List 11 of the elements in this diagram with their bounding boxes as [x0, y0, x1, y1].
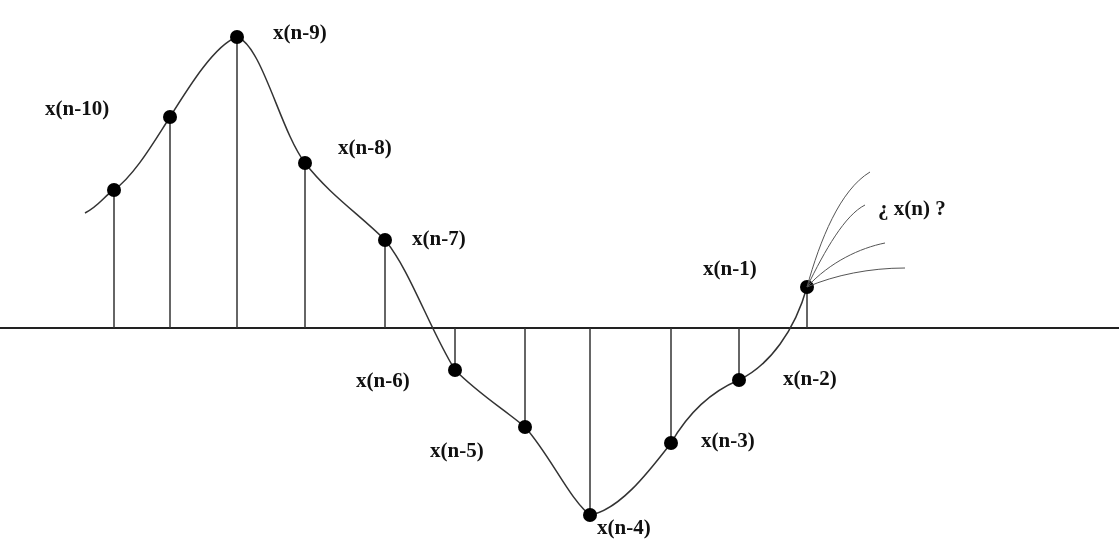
- sample-label: ¿ x(n) ?: [878, 198, 946, 219]
- sample-label: x(n-8): [338, 137, 392, 158]
- sample-label: x(n-5): [430, 440, 484, 461]
- sample-label: x(n-3): [701, 430, 755, 451]
- sample-label: x(n-9): [273, 22, 327, 43]
- sample-label: x(n-10): [45, 98, 110, 119]
- sample-label: x(n-7): [412, 228, 466, 249]
- sample-label: x(n-6): [356, 370, 410, 391]
- sample-label: x(n-4): [597, 517, 651, 538]
- sample-label: x(n-1): [703, 258, 757, 279]
- sample-label: x(n-2): [783, 368, 837, 389]
